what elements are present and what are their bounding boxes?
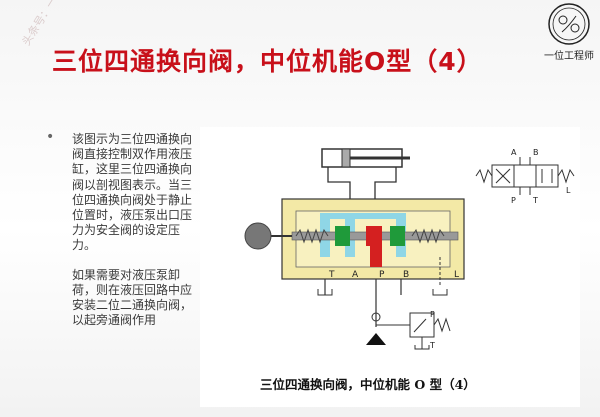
port-label-t: T (328, 270, 335, 280)
solenoid-knob-icon (244, 222, 272, 250)
paragraph-1: 该图示为三位四通换向阀直接控制双作用液压缸，这里三位四通换向阀以剖视图表示。当三… (72, 132, 193, 253)
valve-diagram-figure: T A P B L P T A (200, 127, 580, 407)
cylinder-piston (341, 148, 351, 168)
relief-tank-icon (414, 345, 430, 350)
valve-diagram: T A P B L P T A (244, 148, 575, 350)
logo: 一位工程师 (542, 2, 596, 62)
paragraph-2: 如果需要对液压泵卸荷，则在液压回路中应安装二位二通换向阀，以起旁通阀作用 (72, 267, 193, 328)
symbol-label-p: P (511, 196, 516, 205)
pump-icon (366, 333, 386, 345)
symbol-label-l: L (566, 186, 571, 195)
port-label-l: L (454, 270, 459, 280)
tank-l-icon (432, 289, 448, 296)
iso-valve-symbol: A B P T L (475, 148, 575, 205)
spool-land-center (366, 226, 382, 246)
tank-t-icon (317, 289, 333, 296)
channel-top (320, 213, 406, 219)
symbol-box-right (535, 164, 559, 188)
figure-caption: 三位四通换向阀，中位机能 O 型（4） (260, 377, 476, 392)
port-label-a: A (352, 270, 359, 280)
check-valve-icon (371, 312, 381, 322)
relief-label-p: P (430, 310, 435, 319)
port-label-p: P (379, 270, 385, 280)
symbol-box-center (513, 164, 537, 188)
spool-land-left (335, 226, 350, 246)
logo-emblem-icon (548, 3, 590, 45)
spring-right-icon (411, 228, 445, 244)
symbol-spring-right-icon (557, 168, 575, 184)
relief-arrow (413, 318, 427, 333)
relief-spring-icon (433, 317, 451, 333)
line-to-b (374, 167, 397, 207)
bullet-marker: • (46, 129, 55, 145)
symbol-label-b: B (533, 148, 539, 157)
logo-text: 一位工程师 (544, 51, 594, 62)
relief-label-t: T (429, 341, 435, 350)
port-label-b: B (403, 270, 409, 280)
symbol-label-a: A (511, 148, 517, 157)
spool-land-right (390, 226, 405, 246)
spring-left-icon (295, 228, 329, 244)
line-to-a (327, 167, 351, 207)
symbol-spring-left-icon (475, 168, 493, 184)
slide-title: 三位四通换向阀，中位机能O型（4） (52, 47, 483, 76)
symbol-arrow-2 (495, 168, 511, 184)
body-text: 该图示为三位四通换向阀直接控制双作用液压缸，这里三位四通换向阀以剖视图表示。当三… (72, 132, 192, 342)
symbol-label-t: T (532, 196, 538, 205)
